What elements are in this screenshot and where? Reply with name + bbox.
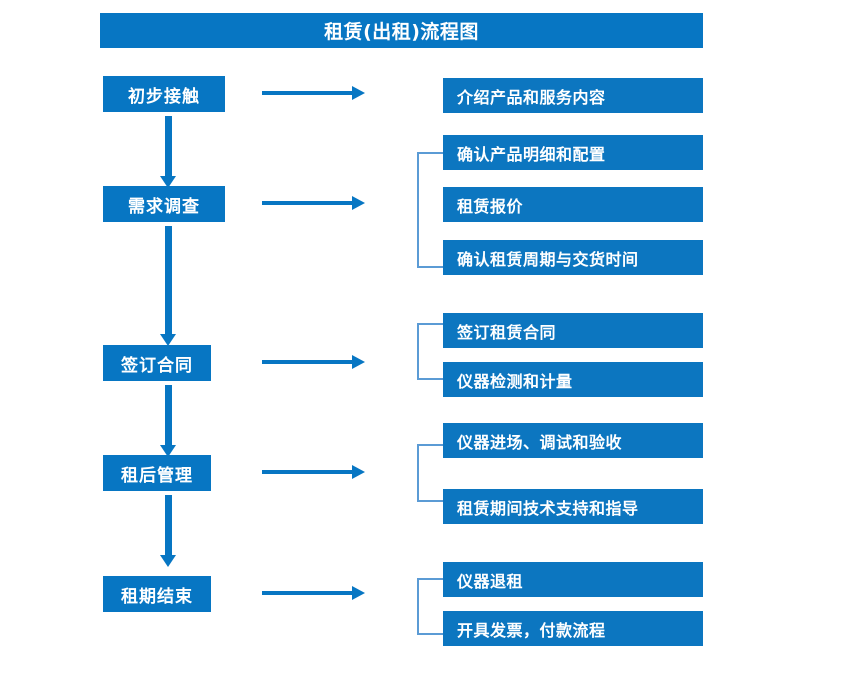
arrow-right-icon-stage-1: [262, 86, 365, 100]
arrow-shaft: [262, 591, 354, 595]
bracket-stub-bottom: [417, 633, 443, 635]
arrow-right-icon-stage-2: [262, 196, 365, 210]
bracket-spine: [417, 323, 419, 380]
bracket-stub-top: [417, 323, 443, 325]
arrow-head: [160, 445, 176, 457]
arrow-right-icon-stage-4: [262, 465, 365, 479]
bracket-stub-bottom: [417, 266, 443, 268]
arrow-right-icon-stage-3: [262, 355, 365, 369]
group-bracket-icon-2: [417, 152, 443, 268]
stage-box-sign-contract[interactable]: 签订合同: [103, 345, 211, 381]
arrow-shaft: [262, 360, 354, 364]
bracket-stub-top: [417, 152, 443, 154]
page-title: 租赁(出租)流程图: [100, 13, 703, 48]
detail-box-technical-support[interactable]: 租赁期间技术支持和指导: [443, 489, 703, 524]
arrow-head: [352, 465, 365, 479]
detail-box-invoice-payment[interactable]: 开具发票，付款流程: [443, 611, 703, 646]
detail-box-sign-lease-contract[interactable]: 签订租赁合同: [443, 313, 703, 348]
arrow-head: [352, 355, 365, 369]
detail-box-instrument-return[interactable]: 仪器退租: [443, 562, 703, 597]
arrow-shaft: [165, 226, 172, 334]
arrow-head: [352, 196, 365, 210]
arrow-head: [352, 586, 365, 600]
bracket-stub-top: [417, 578, 443, 580]
detail-box-instrument-inspection[interactable]: 仪器检测和计量: [443, 362, 703, 397]
group-bracket-icon-3: [417, 323, 443, 380]
bracket-stub-top: [417, 444, 443, 446]
detail-box-confirm-period-delivery[interactable]: 确认租赁周期与交货时间: [443, 240, 703, 275]
arrow-shaft: [262, 91, 354, 95]
arrow-down-icon-2: [160, 226, 176, 346]
detail-box-intro-products[interactable]: 介绍产品和服务内容: [443, 78, 703, 113]
bracket-spine: [417, 578, 419, 635]
bracket-stub-bottom: [417, 378, 443, 380]
arrow-down-icon-1: [160, 116, 176, 188]
arrow-shaft: [165, 495, 172, 555]
arrow-right-icon-stage-5: [262, 586, 365, 600]
stage-box-demand-survey[interactable]: 需求调查: [103, 186, 225, 222]
stage-box-lease-end[interactable]: 租期结束: [103, 576, 211, 612]
bracket-spine: [417, 444, 419, 502]
detail-box-instrument-install-commission[interactable]: 仪器进场、调试和验收: [443, 423, 703, 458]
arrow-down-icon-4: [160, 495, 176, 567]
arrow-shaft: [165, 385, 172, 445]
arrow-down-icon-3: [160, 385, 176, 457]
arrow-head: [352, 86, 365, 100]
stage-box-initial-contact[interactable]: 初步接触: [103, 76, 225, 112]
arrow-shaft: [262, 470, 354, 474]
group-bracket-icon-4: [417, 444, 443, 502]
arrow-shaft: [262, 201, 354, 205]
detail-box-confirm-spec[interactable]: 确认产品明细和配置: [443, 135, 703, 170]
arrow-head: [160, 555, 176, 567]
bracket-stub-bottom: [417, 500, 443, 502]
group-bracket-icon-5: [417, 578, 443, 635]
bracket-spine: [417, 152, 419, 268]
stage-box-post-rental-management[interactable]: 租后管理: [103, 455, 211, 491]
arrow-shaft: [165, 116, 172, 176]
arrow-head: [160, 176, 176, 188]
detail-box-rental-quote[interactable]: 租赁报价: [443, 187, 703, 222]
arrow-head: [160, 334, 176, 346]
